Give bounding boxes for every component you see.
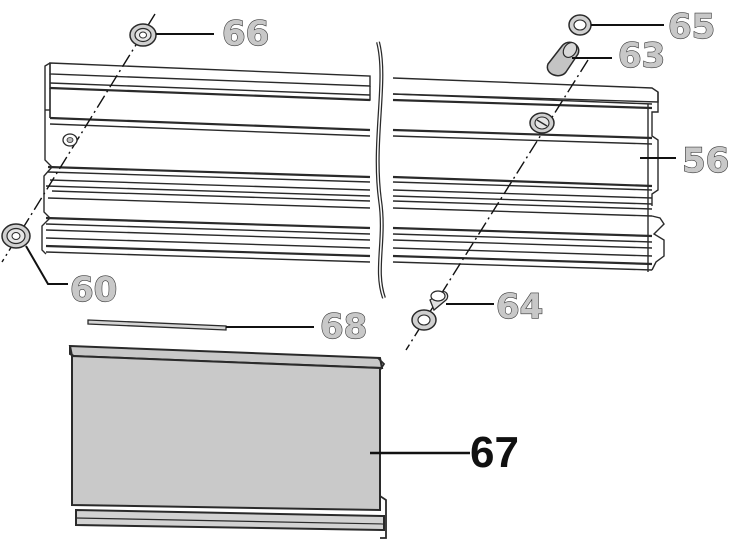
callout-56: 56 [682,141,729,181]
callout-67: 67 [470,428,519,477]
callout-68: 68 [320,307,367,347]
washer-66-icon [129,23,157,47]
callout-65: 65 [668,7,715,47]
callout-64: 64 [496,287,543,327]
callout-63: 63 [618,36,665,76]
rod-68-icon [87,319,227,331]
washer-60-icon [1,223,31,249]
rivet-left-icon [62,133,78,147]
leader-60 [25,245,68,285]
centerline-left [1,13,156,263]
centerline-right [405,59,589,351]
rail-assembly-right [392,77,665,272]
callout-66: 66 [222,14,269,54]
washer-65-icon [568,14,592,36]
panel-67 [68,344,387,539]
callout-60: 60 [70,270,117,310]
plug-63-icon [546,41,580,77]
rail-assembly-left [41,62,371,263]
screw-right-icon [529,112,555,134]
screw-64-icon [411,290,449,331]
